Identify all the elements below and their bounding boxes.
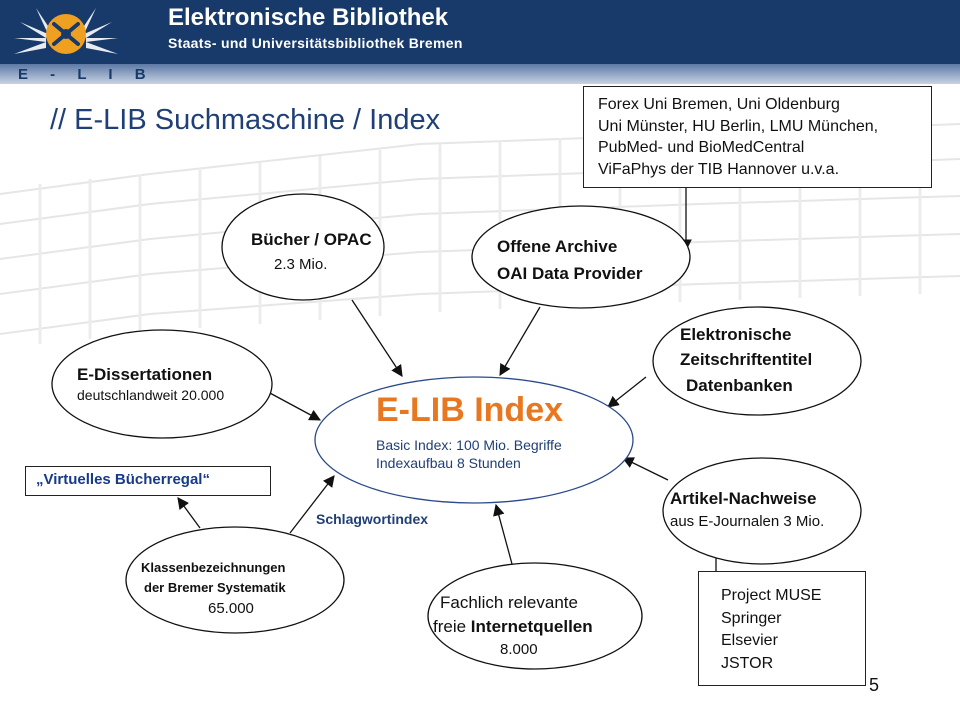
partners-line: Uni Münster, HU Berlin, LMU München, (598, 117, 879, 135)
header-subtitle: Staats- und Universitätsbibliothek Breme… (168, 35, 463, 51)
buecher-detail: 2.3 Mio. (274, 256, 328, 273)
arrow-buecher-index (351, 299, 403, 377)
arrow-internet-index (493, 503, 513, 565)
publisher-line: Project MUSE (721, 587, 822, 604)
dissertationen-detail: deutschlandweit 20.000 (77, 387, 225, 403)
partners-box: Forex Uni Bremen, Uni Oldenburg Uni Müns… (583, 86, 932, 188)
center-index-line1: Basic Index: 100 Mio. Begriffe (376, 437, 562, 453)
internet-line2: freie Internetquellen (433, 617, 593, 637)
elib-logo-label: E - L I B (18, 66, 155, 83)
archive-line2: OAI Data Provider (497, 264, 643, 283)
header-title: Elektronische Bibliothek (168, 4, 449, 31)
arrow-dissertationen-index (267, 391, 322, 421)
node-buecher (221, 193, 385, 301)
node-archive (471, 205, 691, 309)
node-zeitschriften (652, 306, 862, 416)
zeitschriften-line1: Elektronische (680, 325, 792, 344)
arrow-klassen-index (289, 475, 335, 534)
arrow-klassen-shelf (177, 497, 201, 529)
center-index-line2: Indexaufbau 8 Stunden (376, 455, 521, 471)
dissertationen-title: E-Dissertationen (77, 365, 213, 384)
zeitschriften-line2: Zeitschriftentitel (680, 350, 813, 369)
archive-line1: Offene Archive (497, 237, 618, 256)
node-klassen (125, 526, 345, 634)
partners-line: PubMed- und BioMedCentral (598, 139, 805, 156)
buecher-title: Bücher / OPAC (251, 230, 372, 249)
internet-line2-prefix: freie (433, 617, 471, 636)
arrow-zeitschriften-index (607, 376, 647, 408)
partners-line: Forex Uni Bremen, Uni Oldenburg (598, 96, 840, 113)
virtual-shelf-box: „Virtuelles Bücherregal“ (25, 466, 271, 496)
klassen-line2: der Bremer Systematik (144, 580, 286, 595)
internet-line1: Fachlich relevante (440, 593, 578, 612)
header-bar (0, 0, 960, 64)
klassen-line1: Klassenbezeichnungen (141, 560, 286, 575)
elib-logo-icon (14, 8, 118, 54)
partners-line: ViFaPhys der TIB Hannover u.v.a. (598, 160, 840, 178)
node-center-index (314, 376, 634, 504)
header-band (0, 64, 960, 84)
publishers-box: Project MUSE Springer Elsevier JSTOR (698, 571, 866, 686)
klassen-line3: 65.000 (208, 600, 254, 617)
zeitschriften-line3: Datenbanken (686, 376, 793, 395)
schlagwort-label: Schlagwortindex (316, 511, 429, 527)
node-dissertationen (51, 329, 273, 439)
center-index-title: E-LIB Index (376, 391, 564, 429)
node-internet (427, 562, 643, 670)
page-number: 5 (869, 675, 880, 695)
artikel-detail: aus E-Journalen 3 Mio. (670, 513, 825, 530)
node-artikel (662, 457, 862, 565)
publisher-line: JSTOR (721, 654, 774, 672)
publisher-line: Elsevier (721, 632, 778, 649)
arrow-artikel-index (621, 457, 669, 481)
artikel-title: Artikel-Nachweise (670, 489, 817, 508)
page-title: // E-LIB Suchmaschine / Index (50, 104, 441, 136)
arrow-archive-index (499, 306, 541, 377)
internet-line2-bold: Internetquellen (470, 617, 593, 636)
publisher-line: Springer (721, 609, 782, 627)
internet-line3: 8.000 (500, 641, 538, 658)
